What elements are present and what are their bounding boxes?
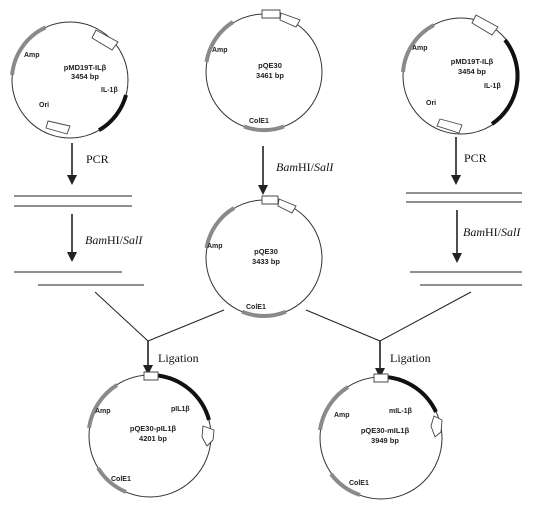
plasmid-name: pMD19T-ILβ: [64, 63, 107, 72]
pcr-arrowhead: [67, 175, 77, 185]
enzyme-sali: SalI: [314, 160, 334, 174]
ori-label: ColE1: [349, 480, 369, 487]
cole1-arc: [243, 124, 285, 132]
plasmid-size: 3949 bp: [371, 436, 399, 445]
left-ligation-label: Ligation: [158, 351, 199, 365]
plasmid-name: pQE30-mIL1β: [361, 426, 410, 435]
gene-label: pIL1β: [171, 406, 190, 413]
ori-label: ColE1: [246, 304, 266, 311]
plasmid-name: pQE30-pIL1β: [130, 424, 177, 433]
center-workflow: BamHI/SalI: [258, 146, 334, 195]
mil1b-gene-arc: [385, 375, 438, 413]
enzyme-bam: Bam: [276, 160, 298, 174]
enzyme-bam: Bam: [463, 225, 485, 239]
amp-label: Amp: [207, 243, 223, 250]
digest-arrowhead: [67, 252, 77, 262]
ori-marker: [436, 118, 463, 134]
cole1-arc: [241, 309, 287, 319]
amp-label: Amp: [24, 52, 40, 59]
right-insert-connector: [379, 291, 472, 342]
amp-gene-arc: [318, 385, 350, 431]
promoter-box: [143, 371, 159, 381]
promoter-box: [261, 195, 279, 205]
vector-digest-arrowhead: [258, 185, 268, 195]
amp-label: Amp: [212, 47, 228, 54]
amp-gene-arc: [401, 23, 435, 73]
gene-label: IL-1β: [484, 83, 501, 90]
pcr-label: PCR: [464, 151, 487, 165]
plasmid-size: 3454 bp: [71, 72, 99, 81]
right-workflow: PCR BamHI/SalI: [406, 137, 522, 286]
ori-label: Ori: [39, 102, 49, 109]
plasmid-ring: [11, 21, 129, 139]
plasmid-size: 3461 bp: [256, 71, 284, 80]
plasmid-name: pQE30: [254, 247, 278, 256]
gene-label: mIL-1β: [389, 408, 413, 415]
amp-label: Amp: [412, 45, 428, 52]
his-tag-marker: [279, 12, 301, 28]
amp-label: Amp: [95, 408, 111, 415]
amp-gene-arc: [87, 383, 119, 429]
plasmid-size: 4201 bp: [139, 434, 167, 443]
gene-label: IL-1β: [101, 87, 118, 94]
amp-gene-arc: [204, 20, 235, 63]
enzyme-sali: SalI: [123, 233, 143, 247]
ori-marker: [45, 120, 71, 135]
vector-digest-label: BamHI/SalI: [276, 160, 334, 174]
right-vector-connector: [305, 309, 381, 342]
plasmid-pmd19t-left: Amp pMD19T-ILβ 3454 bp IL-1β Ori: [10, 21, 129, 139]
promoter-marker: [471, 14, 499, 36]
promoter-marker: [91, 29, 119, 51]
ligation-connectors: Ligation Ligation: [94, 291, 472, 378]
plasmid-pqe30-pil1b: Amp pIL1β pQE30-pIL1β 4201 bp ColE1: [87, 371, 215, 498]
il1b-gene-arc: [490, 38, 520, 126]
ori-label: ColE1: [249, 118, 269, 125]
right-ligation-label: Ligation: [390, 351, 431, 365]
enzyme-sali: SalI: [501, 225, 521, 239]
pcr-arrowhead: [451, 175, 461, 185]
his-tag-marker: [277, 198, 297, 214]
plasmid-pqe30-mil1b: Amp mIL-1β pQE30-mIL1β 3949 bp ColE1: [318, 373, 443, 500]
plasmid-pqe30-top: Amp pQE30 3461 bp ColE1: [204, 9, 323, 132]
plasmid-pmd19t-right: Amp pMD19T-ILβ 3454 bp IL-1β Ori: [401, 14, 520, 135]
plasmid-pqe30-digested: Amp pQE30 3433 bp ColE1: [204, 195, 323, 319]
enzyme-hi: HI/: [485, 225, 502, 239]
plasmid-name: pQE30: [258, 61, 282, 70]
terminator-marker: [430, 415, 443, 438]
pil1b-gene-arc: [157, 373, 211, 421]
enzyme-bam: Bam: [85, 233, 107, 247]
il1b-gene-arc: [97, 94, 128, 132]
right-ligation-arrowhead: [375, 368, 385, 378]
cole1-arc: [329, 472, 361, 497]
amp-gene-arc: [10, 25, 47, 76]
promoter-box: [373, 373, 389, 383]
left-vector-connector: [147, 309, 225, 342]
cole1-arc: [96, 466, 127, 494]
ori-label: ColE1: [111, 476, 131, 483]
terminator-marker: [201, 425, 215, 447]
pcr-label: PCR: [86, 152, 109, 166]
enzyme-hi: HI/: [107, 233, 124, 247]
digest-arrowhead: [452, 253, 462, 263]
left-ligation-arrowhead: [143, 365, 153, 375]
plasmid-size: 3454 bp: [458, 67, 486, 76]
plasmid-size: 3433 bp: [252, 257, 280, 266]
enzyme-hi: HI/: [298, 160, 315, 174]
digest-label: BamHI/SalI: [85, 233, 143, 247]
amp-gene-arc: [204, 206, 236, 249]
amp-label: Amp: [334, 412, 350, 419]
left-workflow: PCR BamHI/SalI: [14, 143, 144, 286]
promoter-box: [261, 9, 281, 19]
left-insert-connector: [94, 291, 149, 342]
ori-label: Ori: [426, 100, 436, 107]
plasmid-name: pMD19T-ILβ: [451, 57, 494, 66]
digest-label: BamHI/SalI: [463, 225, 521, 239]
